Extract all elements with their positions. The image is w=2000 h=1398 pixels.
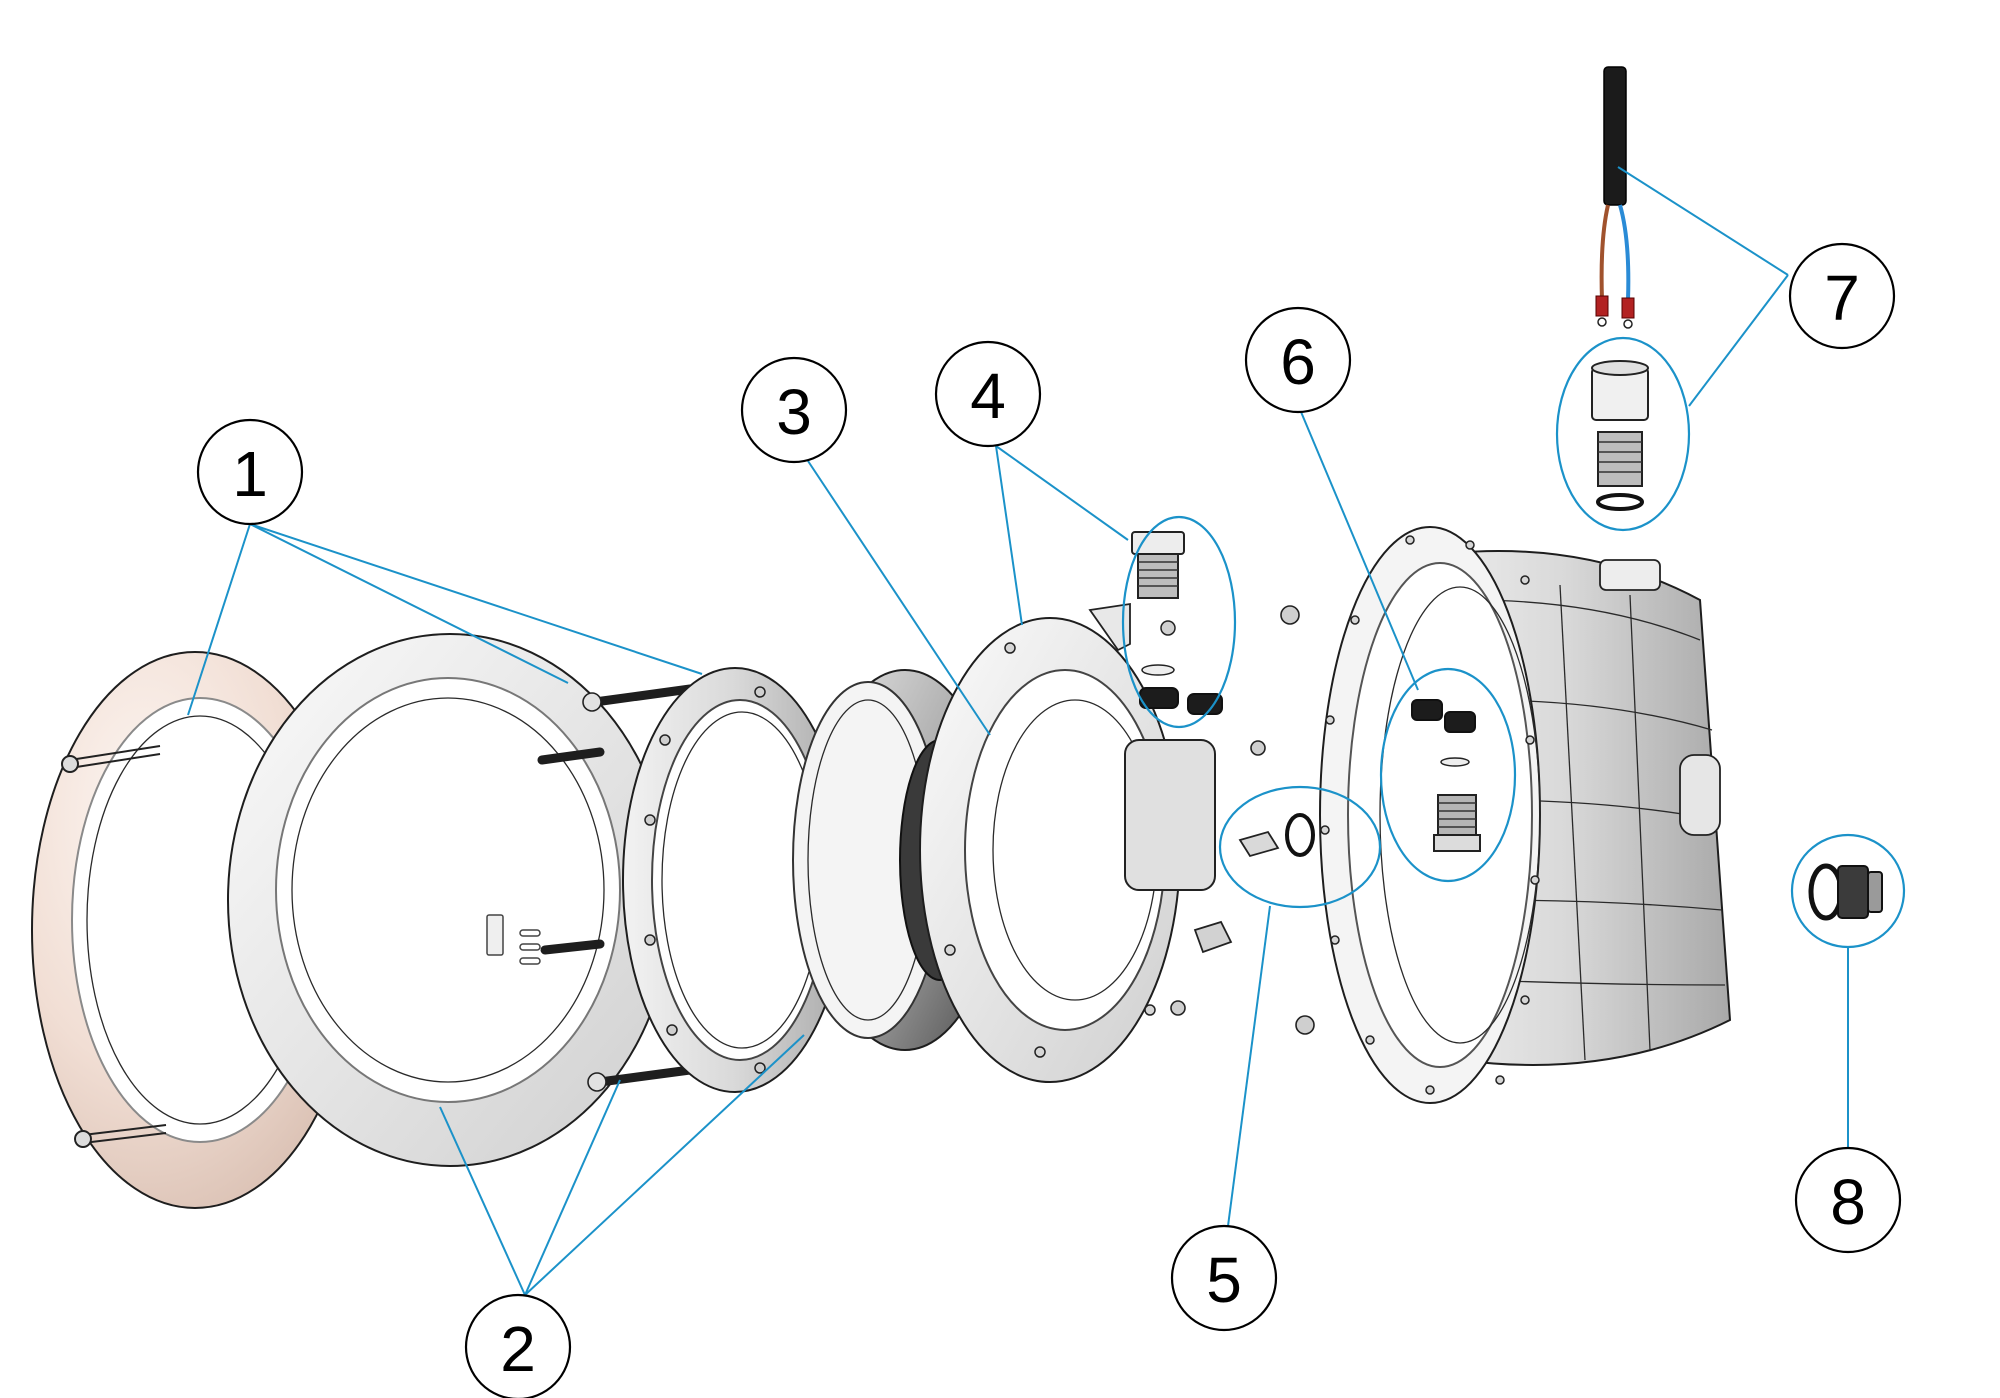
callout-6-label: 6 bbox=[1280, 326, 1316, 398]
callout-5: 5 bbox=[1170, 1224, 1278, 1332]
highlight-group-4 bbox=[1121, 515, 1237, 729]
niche-gland-parts bbox=[1411, 699, 1481, 852]
highlight-group-7 bbox=[1555, 336, 1691, 532]
callout-3-label: 3 bbox=[776, 376, 812, 448]
callout-7-label: 7 bbox=[1824, 262, 1860, 334]
callout-8-label: 8 bbox=[1830, 1166, 1866, 1238]
nuts bbox=[1170, 605, 1315, 1035]
clamp-ring bbox=[622, 667, 848, 1093]
callout-6: 6 bbox=[1244, 306, 1352, 414]
niche-housing bbox=[1319, 526, 1732, 1104]
leader-lines bbox=[187, 166, 1849, 1296]
highlight-group-5 bbox=[1218, 785, 1382, 909]
highlight-group-6 bbox=[1379, 667, 1517, 883]
callout-4: 4 bbox=[934, 340, 1042, 448]
callout-4-label: 4 bbox=[970, 360, 1006, 432]
front-ring bbox=[227, 633, 673, 1167]
callout-5-label: 5 bbox=[1206, 1244, 1242, 1316]
lamp-support bbox=[919, 617, 1216, 1083]
callout-3: 3 bbox=[740, 356, 848, 464]
callout-1-label: 1 bbox=[232, 438, 268, 510]
callout-2: 2 bbox=[464, 1293, 572, 1398]
cable-gland-parts bbox=[1591, 360, 1649, 511]
callout-7: 7 bbox=[1788, 242, 1896, 350]
callout-8: 8 bbox=[1794, 1146, 1902, 1254]
callout-2-label: 2 bbox=[500, 1313, 536, 1385]
callout-1: 1 bbox=[196, 418, 304, 526]
power-cable bbox=[1595, 66, 1635, 329]
plug-parts bbox=[1808, 863, 1883, 921]
support-gland-parts bbox=[1088, 531, 1223, 715]
trim-screws bbox=[61, 745, 167, 1148]
